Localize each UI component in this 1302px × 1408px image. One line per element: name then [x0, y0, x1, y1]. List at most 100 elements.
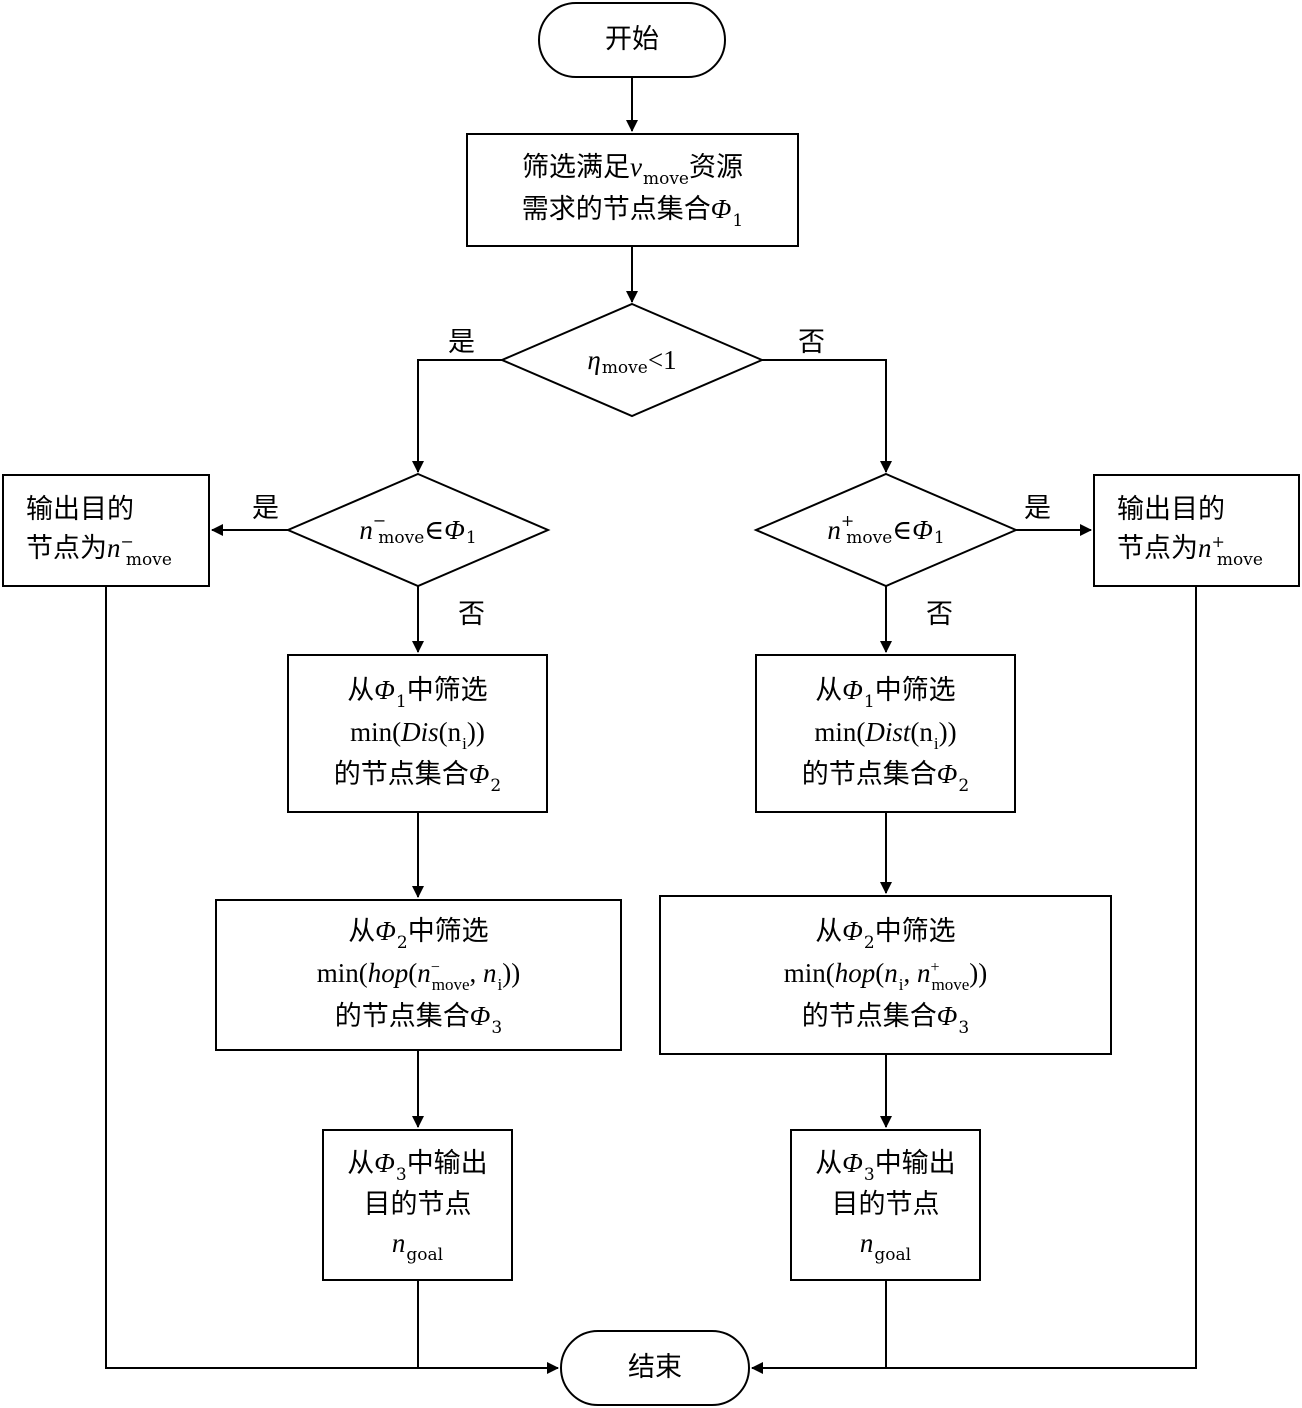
out-left-sup: −	[120, 531, 134, 551]
goal-left-phi: Φ	[374, 1148, 395, 1178]
filter-line1: 筛选满足vmove资源	[522, 148, 743, 190]
phi2-left-phi: Φ	[374, 674, 395, 705]
phi2-right-dist: Dist	[865, 716, 911, 747]
goal-right-mid: 中输出	[874, 1148, 956, 1179]
edge-eta-no	[762, 359, 892, 473]
phi3-left-phi-sub: 2	[396, 932, 408, 953]
cond-left-op: ∈	[424, 514, 445, 545]
phi3-left-text3: 的节点集合	[334, 1000, 470, 1032]
filter-var: v	[629, 152, 642, 182]
phi3-left-comma: ,	[469, 957, 484, 988]
end-label: 结束	[628, 1352, 682, 1383]
out-left-sub: move	[125, 549, 172, 570]
edge-eta-yes	[412, 359, 502, 473]
goal-right-phi-sub: 3	[863, 1165, 875, 1185]
phi2-left-line2: min(Dis(ni))	[350, 713, 485, 755]
phi2-right-box: 从Φ1中筛选 min(Dist(ni)) 的节点集合Φ2	[755, 654, 1016, 813]
out-right-sub: move	[1216, 549, 1263, 570]
phi2-left-arg-sub: i	[462, 733, 467, 753]
phi3-right-n-sup: +	[930, 958, 940, 976]
cond-left-sub: move	[378, 528, 425, 548]
phi3-right-n-sub: move	[931, 974, 970, 994]
out-left-text: 节点为	[26, 532, 107, 564]
phi3-left-n: n	[417, 957, 431, 988]
phi2-right-line1: 从Φ1中筛选	[815, 671, 955, 713]
start-node: 开始	[538, 2, 726, 78]
phi3-left-from: 从	[348, 915, 376, 947]
phi3-right-phi-out-sub: 3	[958, 1017, 970, 1038]
end-node: 结束	[560, 1330, 750, 1406]
goal-right-phi: Φ	[842, 1148, 863, 1178]
filter-box: 筛选满足vmove资源 需求的节点集合Φ1	[466, 133, 799, 247]
phi3-left-phi-out: Φ	[469, 1000, 491, 1031]
phi2-right-mid: 中筛选	[874, 674, 956, 706]
filter-phi: Φ	[710, 194, 732, 224]
decision-right-shape	[753, 472, 1019, 588]
phi2-left-box: 从Φ1中筛选 min(Dis(ni)) 的节点集合Φ2	[287, 654, 548, 813]
goal-right-line2: 目的节点	[831, 1189, 940, 1220]
phi2-left-dist: Dis	[401, 716, 439, 747]
label-right-no: 否	[926, 599, 953, 630]
phi3-left-open: (	[408, 957, 418, 988]
phi3-right-from: 从	[815, 915, 843, 947]
cond-left-phi: Φ	[444, 514, 465, 545]
filter-text-post: 资源	[689, 152, 743, 183]
goal-left-line2: 目的节点	[363, 1189, 472, 1220]
phi2-right-line3: 的节点集合Φ2	[802, 755, 969, 797]
phi2-right-line2: min(Dist(ni))	[814, 713, 956, 755]
phi2-left-line1: 从Φ1中筛选	[347, 671, 487, 713]
edge-right-out-end	[751, 586, 1197, 1374]
phi2-right-fn: min(	[814, 716, 866, 747]
cond-left-phi-sub: 1	[465, 528, 477, 548]
decision-left-shape	[285, 472, 551, 588]
filter-var-sub: move	[642, 169, 689, 189]
eta-sub: move	[601, 358, 648, 378]
phi3-right-box: 从Φ2中筛选 min(hop(ni, n+move)) 的节点集合Φ3	[659, 895, 1112, 1055]
phi3-right-phi: Φ	[842, 915, 863, 946]
goal-left-line3: ngoal	[392, 1224, 443, 1266]
phi2-right-arg-sub: i	[933, 733, 939, 753]
filter-phi-sub: 1	[732, 211, 744, 231]
eta-rhs: <1	[647, 344, 677, 375]
label-right-yes: 是	[1024, 493, 1051, 524]
phi3-left-fn: min(	[316, 957, 368, 988]
goal-left-phi-sub: 3	[395, 1165, 407, 1185]
goal-right-line3: ngoal	[860, 1224, 911, 1266]
phi2-left-close: ))	[466, 716, 485, 747]
phi2-right-phi: Φ	[842, 674, 863, 705]
phi2-right-close: ))	[938, 716, 957, 747]
phi2-left-from: 从	[347, 674, 375, 706]
phi3-left-phi: Φ	[375, 915, 396, 946]
goal-left-from: 从	[347, 1148, 375, 1179]
filter-text-pre: 筛选满足	[521, 152, 630, 183]
phi3-left-phi-out-sub: 3	[491, 1017, 503, 1038]
phi3-right-phi-sub: 2	[863, 932, 875, 953]
goal-left-mid: 中输出	[406, 1148, 488, 1179]
cond-right-op: ∈	[892, 514, 913, 545]
goal-right-var: n	[859, 1228, 874, 1258]
phi2-left-phi-sub: 1	[395, 691, 407, 712]
phi3-left-hop: hop	[367, 957, 409, 988]
phi3-right-close: ))	[969, 957, 988, 988]
phi3-right-phi-out: Φ	[936, 1000, 958, 1031]
phi3-left-line3: 的节点集合Φ3	[335, 997, 502, 1039]
goal-left-sub: goal	[406, 1245, 444, 1265]
out-left-line2: 节点为n−move	[26, 529, 172, 571]
goal-right-line1: 从Φ3中输出	[815, 1144, 955, 1186]
phi2-left-phi-out-sub: 2	[490, 775, 502, 796]
phi3-left-ni-sub: i	[497, 974, 503, 994]
decision-eta-shape	[499, 302, 765, 418]
phi3-right-text3: 的节点集合	[801, 1000, 937, 1032]
label-eta-no: 否	[798, 327, 825, 358]
phi2-right-phi-out: Φ	[936, 758, 958, 789]
cond-right-var: n	[827, 514, 841, 545]
label-eta-yes: 是	[448, 327, 475, 358]
output-right-box: 输出目的 节点为n+move	[1093, 474, 1300, 587]
out-right-sup: +	[1211, 531, 1225, 551]
start-label: 开始	[605, 24, 659, 55]
phi2-left-mid: 中筛选	[406, 674, 488, 706]
cond-left-sup: −	[372, 510, 387, 530]
